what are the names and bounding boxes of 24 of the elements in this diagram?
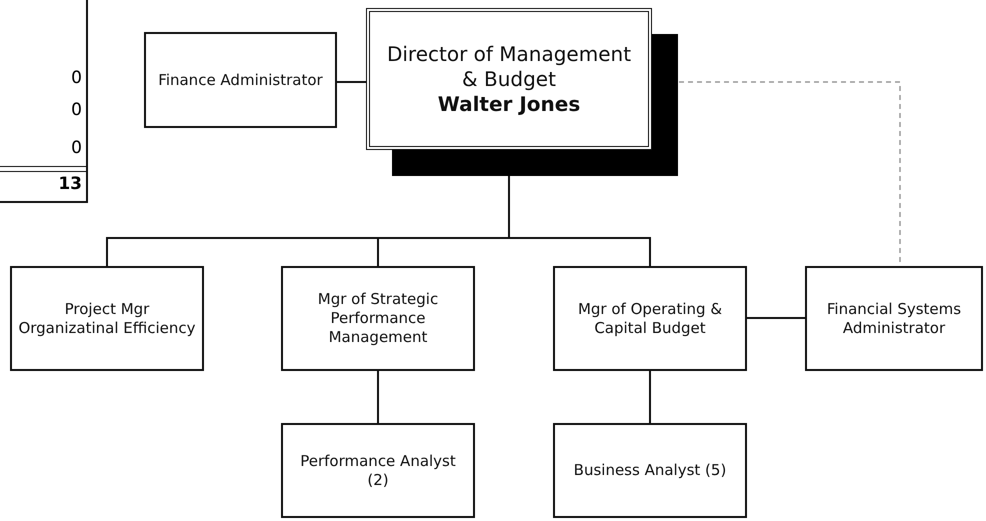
- position-title: Mgr of Operating & Capital Budget: [576, 300, 724, 338]
- person-name: Walter Jones: [438, 92, 580, 116]
- position-title: Performance Analyst (2): [299, 452, 457, 490]
- table-value: 0: [71, 100, 82, 120]
- connector-line: [649, 371, 651, 423]
- position-title: Director of Management & Budget: [386, 42, 632, 92]
- position-title: Financial Systems Administrator: [826, 300, 962, 338]
- position-box: [144, 32, 337, 128]
- position-box: [281, 266, 475, 371]
- position-box: [805, 266, 983, 371]
- connector-line: [377, 371, 379, 423]
- position-box: [553, 266, 747, 371]
- position-title: Finance Administrator: [158, 70, 323, 90]
- position-title: Project Mgr Organizatinal Efficiency: [18, 300, 196, 338]
- position-title: Mgr of Strategic Performance Management: [316, 290, 440, 347]
- table-value: 13: [58, 174, 82, 194]
- position-box: [281, 423, 475, 518]
- connector-line: [337, 81, 366, 83]
- table-value: 0: [71, 138, 82, 158]
- connector-line: [747, 317, 805, 319]
- position-box: [553, 423, 747, 518]
- position-box: [10, 266, 204, 371]
- table-value: 0: [71, 68, 82, 88]
- position-title: Business Analyst (5): [574, 461, 726, 480]
